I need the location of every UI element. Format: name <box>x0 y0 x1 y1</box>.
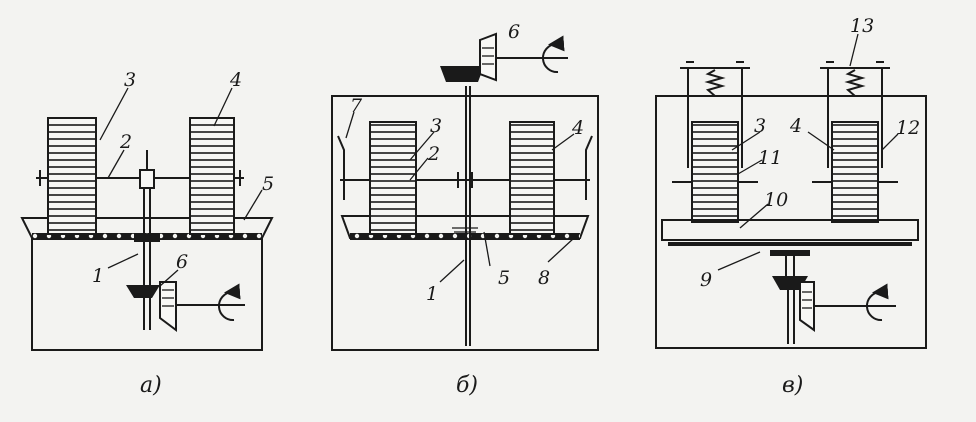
label-13-c: 13 <box>850 15 874 37</box>
rotation-arrow-a <box>217 283 241 322</box>
panel-a: 3 4 2 5 1 6 а) <box>20 69 274 398</box>
label-1-a: 1 <box>92 265 104 287</box>
label-2-b: 2 <box>427 143 440 165</box>
label-4-c: 4 <box>789 115 802 137</box>
roller-4-c <box>831 121 879 223</box>
label-3-a: 3 <box>124 69 136 91</box>
caption-c: в) <box>782 373 803 398</box>
label-8-b: 8 <box>538 267 550 289</box>
roller-3-b <box>369 121 417 235</box>
roller-3-c <box>691 121 739 223</box>
label-11-c: 11 <box>758 147 782 169</box>
table-10-c <box>661 219 919 241</box>
caption-a: а) <box>140 373 162 398</box>
label-3-c: 3 <box>754 115 766 137</box>
spring-13-left <box>704 69 726 97</box>
label-6-b: 6 <box>508 21 520 43</box>
spring-13-right <box>844 69 866 97</box>
label-5-b: 5 <box>498 267 510 289</box>
panel-b: 7 3 2 4 6 5 8 1 б) <box>331 21 599 398</box>
label-3-b: 3 <box>430 115 442 137</box>
bevel-gear-6-b <box>440 66 484 82</box>
pressure-frame-right <box>812 61 898 183</box>
rotation-arrow-c <box>865 283 889 322</box>
label-6-a: 6 <box>176 251 188 273</box>
hub-a <box>139 169 155 189</box>
housing-c <box>655 95 927 349</box>
roller-4-b <box>509 121 555 235</box>
label-4-b: 4 <box>571 117 584 139</box>
label-1-b: 1 <box>426 283 438 305</box>
label-4-a: 4 <box>229 69 242 91</box>
label-2-a: 2 <box>119 131 132 153</box>
roller-3-a <box>47 117 97 235</box>
pressure-frame-left <box>672 61 758 183</box>
panel-c: 13 3 4 12 11 10 9 в) <box>655 15 927 398</box>
suspension-7-b <box>337 135 345 200</box>
label-9-c: 9 <box>700 269 712 291</box>
label-7-b: 7 <box>350 95 363 117</box>
housing-a <box>31 236 263 351</box>
bevel-gear-6-a <box>126 285 160 298</box>
label-12-c: 12 <box>896 117 920 139</box>
caption-b: б) <box>456 373 478 398</box>
roller-4-a <box>189 117 235 235</box>
label-10-c: 10 <box>764 189 788 211</box>
label-5-a: 5 <box>262 173 274 195</box>
rotation-arrow-b <box>541 35 565 74</box>
